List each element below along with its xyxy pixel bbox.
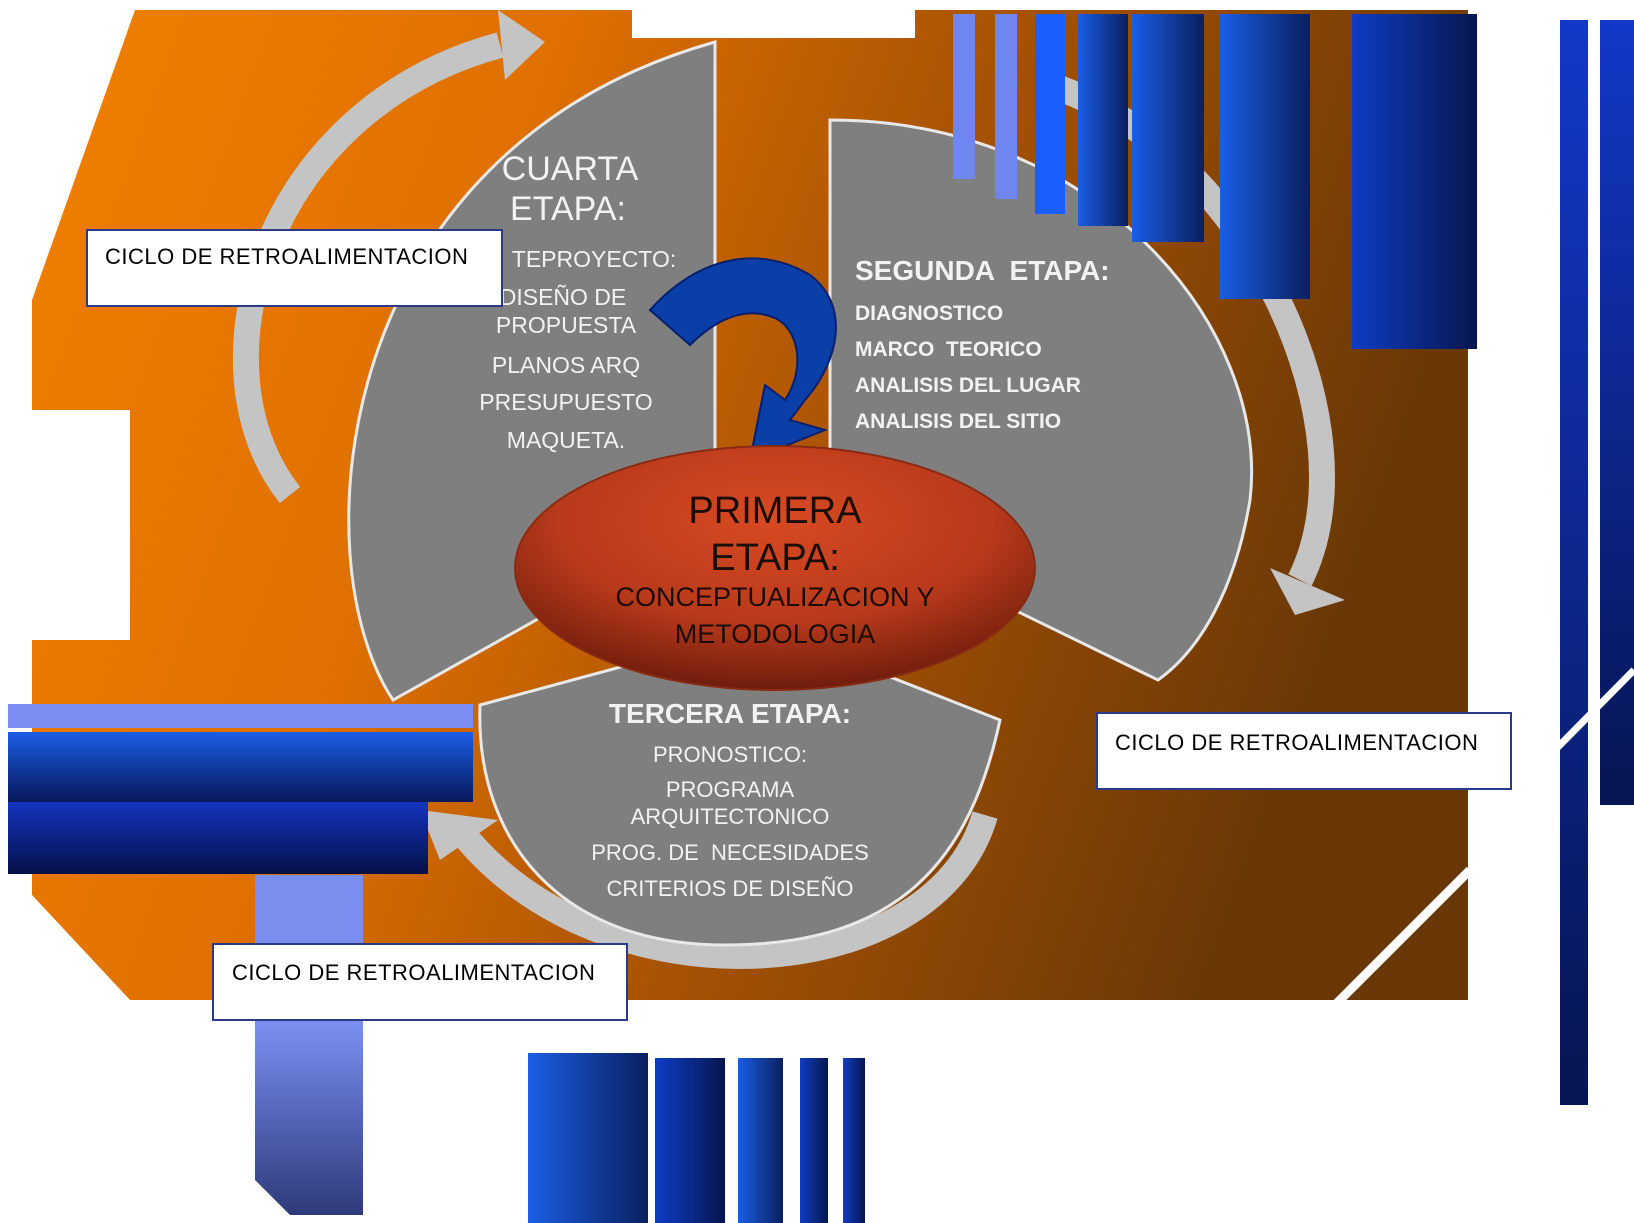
tercera-item-1: PRONOSTICO:: [653, 742, 807, 767]
feedback-label-1-text: CICLO DE RETROALIMENTACION: [105, 244, 468, 269]
center-sub-line1: CONCEPTUALIZACION Y: [615, 582, 934, 612]
cuarta-item-1: TEPROYECTO:: [512, 246, 676, 272]
segunda-text: SEGUNDA ETAPA: DIAGNOSTICO MARCO TEORICO…: [855, 255, 1110, 433]
segunda-item-1: DIAGNOSTICO: [855, 302, 1003, 325]
decor-bars-top: [953, 14, 1477, 349]
center-title-line2: ETAPA:: [710, 537, 840, 579]
feedback-label-3: CICLO DE RETROALIMENTACION: [212, 943, 628, 1021]
feedback-arrow-right: [1045, 72, 1335, 586]
tercera-item-5: CRITERIOS DE DISEÑO: [607, 876, 854, 901]
feedback-arrow-bottom: [449, 811, 998, 969]
feedback-label-1: CICLO DE RETROALIMENTACION: [86, 229, 503, 307]
tercera-segment: [478, 626, 1002, 947]
decor-diagonal: [1331, 866, 1474, 1009]
tercera-item-2: PROGRAMA: [666, 777, 795, 802]
cuarta-text: CUARTA ETAPA: TEPROYECTO: DISEÑO DE PROP…: [479, 150, 676, 453]
arrowhead-right: [1270, 568, 1345, 615]
segunda-item-4: ANALISIS DEL SITIO: [855, 410, 1061, 433]
feedback-label-2-text: CICLO DE RETROALIMENTACION: [1115, 730, 1478, 755]
tercera-item-4: PROG. DE NECESIDADES: [591, 840, 869, 865]
cuarta-item-5: PRESUPUESTO: [479, 389, 652, 415]
blue-curved-arrow: [648, 257, 837, 462]
cuarta-item-4: PLANOS ARQ: [492, 352, 640, 378]
arrowhead-top-left: [498, 10, 545, 80]
feedback-label-3-text: CICLO DE RETROALIMENTACION: [232, 960, 595, 985]
tercera-title: TERCERA ETAPA:: [609, 698, 851, 729]
segunda-item-3: ANALISIS DEL LUGAR: [855, 374, 1081, 397]
center-text: PRIMERA ETAPA: CONCEPTUALIZACION Y METOD…: [615, 490, 934, 649]
cuarta-item-2: DISEÑO DE: [500, 284, 627, 310]
cuarta-title-line1: CUARTA: [502, 150, 639, 188]
cuarta-item-3: PROPUESTA: [496, 312, 637, 338]
segunda-item-2: MARCO TEORICO: [855, 338, 1042, 361]
center-ellipse: [514, 445, 1036, 691]
segunda-title: SEGUNDA ETAPA:: [855, 255, 1110, 286]
decor-bars-right: [1552, 20, 1634, 1105]
feedback-label-2: CICLO DE RETROALIMENTACION: [1096, 712, 1512, 790]
center-sub-line2: METODOLOGIA: [675, 619, 876, 649]
center-title-line1: PRIMERA: [688, 490, 862, 532]
cuarta-title-line2: ETAPA:: [510, 190, 626, 228]
tercera-item-3: ARQUITECTONICO: [631, 804, 830, 829]
cuarta-item-6: MAQUETA.: [507, 427, 625, 453]
decor-bars-bottom: [528, 1053, 865, 1223]
tercera-text: TERCERA ETAPA: PRONOSTICO: PROGRAMA ARQU…: [591, 698, 869, 901]
arrowhead-bottom: [420, 810, 498, 860]
